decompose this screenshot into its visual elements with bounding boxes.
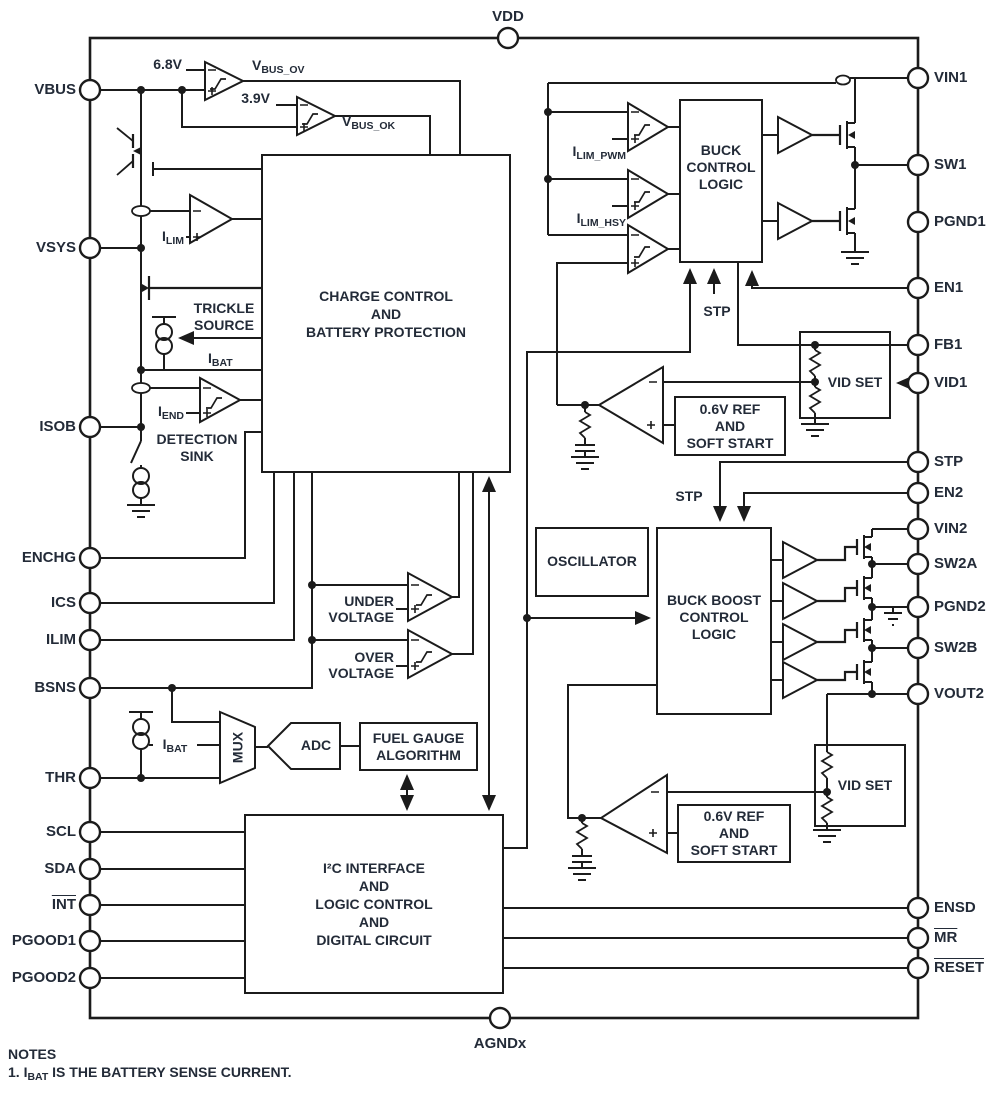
ilim-hsy-label: ILIM_HSY [576, 210, 626, 229]
pin-label-pgood2: PGOOD2 [11, 969, 76, 986]
i2c-block-label: I²C INTERFACE AND LOGIC CONTROL AND DIGI… [315, 860, 433, 948]
pin-label-enchg: ENCHG [21, 549, 76, 566]
oscillator-label: OSCILLATOR [547, 553, 637, 569]
junction-dots [137, 86, 876, 822]
notes-title: NOTES [8, 1046, 57, 1062]
pin-label-sda: SDA [44, 860, 76, 877]
pin-label-isob: ISOB [39, 418, 76, 435]
pin-label-reset: RESET [934, 959, 985, 976]
buck-boost-logic-label: BUCK BOOST CONTROL LOGIC [666, 592, 762, 642]
pin-label-en1: EN1 [934, 279, 964, 296]
pin-label-vbus: VBUS [34, 81, 76, 98]
ref-6v8-label: 6.8V [153, 56, 182, 72]
charge-control-label: CHARGE CONTROL AND BATTERY PROTECTION [306, 288, 466, 340]
vbus-ok-label: VBUS_OK [342, 113, 396, 132]
pin-label-ilim: ILIM [46, 631, 76, 648]
trickle-source-label: TRICKLE SOURCE [193, 300, 255, 333]
ibat-trickle-label: IBAT [208, 350, 233, 369]
i2c-block [100, 268, 908, 994]
pin-label-vin1: VIN1 [934, 69, 968, 86]
mux-label: MUX [229, 731, 246, 764]
detection-sink-label: DETECTION SINK [156, 431, 238, 464]
pin-label-pgnd2: PGND2 [934, 598, 986, 615]
ref-softstart1-label: 0.6V REF AND SOFT START [686, 401, 774, 451]
buck-boost-section [656, 527, 908, 715]
pin-label-ensd: ENSD [934, 899, 976, 916]
pin-label-vout2: VOUT2 [934, 685, 985, 702]
fuel-gauge-path [100, 476, 496, 811]
pin-label-sw1: SW1 [934, 156, 967, 173]
pin-label-vin2: VIN2 [934, 520, 968, 537]
ref-3v9-label: 3.9V [241, 90, 270, 106]
uv-ov-comparators [312, 472, 474, 680]
pin-label-vdd: VDD [492, 8, 524, 25]
vid-set1-label: VID SET [827, 374, 883, 390]
battery-path-circuit [100, 89, 297, 518]
pin-label-fb1: FB1 [934, 336, 963, 353]
pin-label-pgood1: PGOOD1 [11, 932, 76, 949]
pin-label-en2: EN2 [934, 484, 964, 501]
note-1: 1. IBAT IS THE BATTERY SENSE CURRENT. [8, 1064, 292, 1083]
stp-buckboost-label: STP [675, 488, 703, 504]
ibat-mux-label: IBAT [153, 736, 197, 758]
pin-label-mr: MR [934, 929, 958, 946]
iend-ref-label: IEND [157, 403, 184, 422]
pin-label-pgnd1: PGND1 [934, 213, 986, 230]
pin-label-vsys: VSYS [35, 239, 76, 256]
ref-softstart2-label: 0.6V REF AND SOFT START [690, 808, 778, 858]
under-voltage-label: UNDER VOLTAGE [328, 593, 394, 625]
fuel-gauge-label: FUEL GAUGE ALGORITHM [372, 730, 465, 763]
ilim-pwm-label: ILIM_PWM [572, 143, 626, 162]
current-comparators [150, 193, 262, 424]
over-voltage-label: OVER VOLTAGE [328, 649, 394, 681]
vid-set2-label: VID SET [837, 777, 893, 793]
pin-label-scl: SCL [46, 823, 76, 840]
ilim-ref-label: ILIM [162, 228, 184, 247]
pin-label-sw2a: SW2A [934, 555, 978, 572]
buck-control-logic-label: BUCK CONTROL LOGIC [686, 142, 756, 192]
pin-label-agndx: AGNDx [473, 1035, 527, 1052]
pin-label-bsns: BSNS [34, 679, 76, 696]
adc-label: ADC [300, 737, 332, 753]
pin-label-stp: STP [934, 453, 964, 470]
vbus-comparators [186, 60, 461, 155]
package-pins [78, 26, 930, 1030]
pin-label-sw2b: SW2B [934, 639, 978, 656]
buck1-section [547, 74, 908, 405]
stp-buck-label: STP [703, 303, 731, 319]
stp-en2-oscillator [535, 461, 908, 597]
pin-label-ics: ICS [50, 594, 76, 611]
pin-label-vid1: VID1 [934, 374, 968, 391]
vbus-ov-label: VBUS_OV [252, 57, 305, 76]
pin-label-thr: THR [45, 769, 76, 786]
pin-label-int: INT [51, 896, 76, 913]
